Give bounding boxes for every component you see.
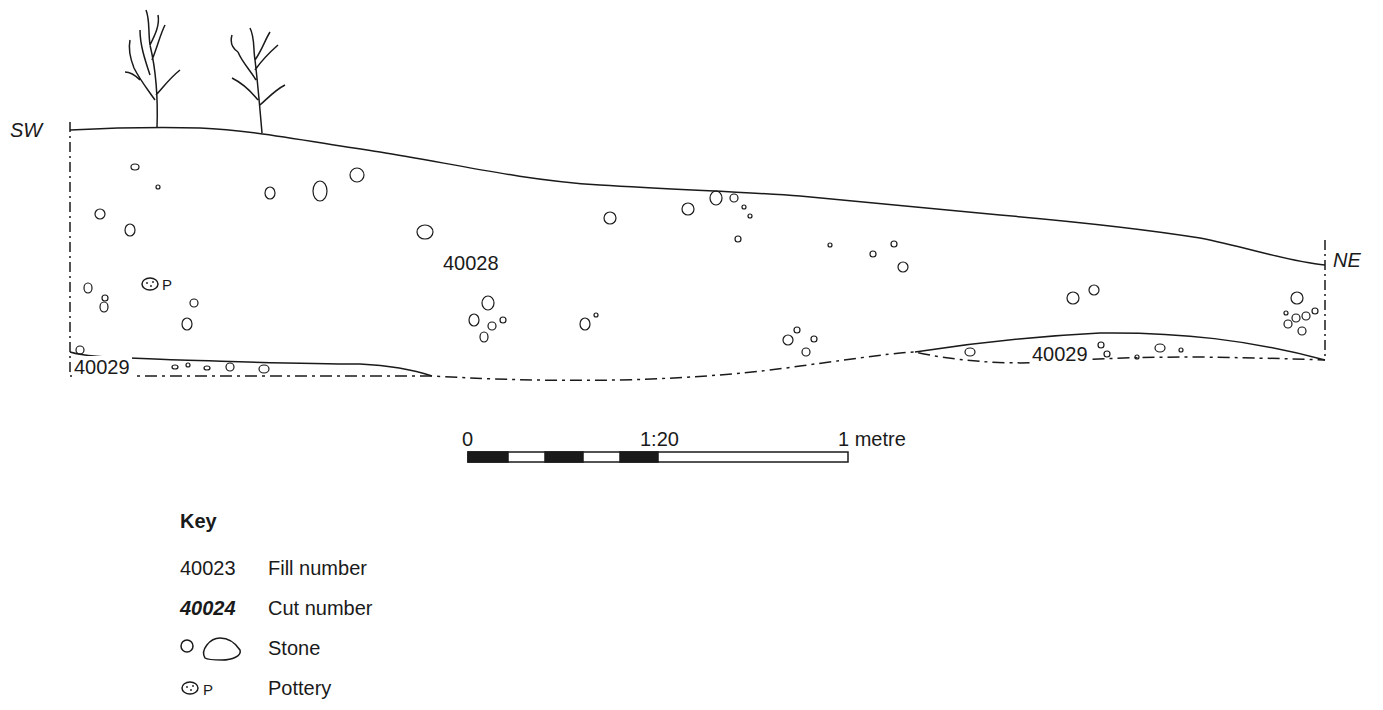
pottery-symbol [142, 278, 158, 290]
fill-number: 40029 [72, 356, 132, 378]
pottery-dot [186, 686, 188, 688]
stone [125, 224, 135, 236]
stone [1104, 351, 1110, 357]
pottery-symbol [182, 682, 198, 694]
stone [1155, 344, 1165, 352]
pottery-dot [146, 282, 148, 284]
stone [730, 194, 738, 202]
stone [100, 302, 108, 312]
stone [891, 241, 897, 247]
stone [102, 295, 108, 301]
stone-symbol [181, 640, 193, 652]
legend-text: Stone [268, 637, 320, 659]
stone [1298, 327, 1306, 335]
stone [482, 296, 494, 310]
key-cut-number: 40024 [180, 597, 236, 619]
stone [226, 363, 234, 371]
direction-label: SW [10, 119, 42, 141]
stone [259, 365, 269, 373]
pottery-dot [192, 685, 194, 687]
cut-base [70, 352, 1325, 380]
stone [1098, 342, 1104, 348]
stone [1312, 308, 1318, 314]
stone [172, 365, 178, 369]
section-lines [70, 10, 1325, 694]
stone [870, 251, 876, 257]
pottery-dots [146, 281, 194, 691]
stone [131, 164, 139, 170]
stone [710, 191, 722, 205]
section-edge [69, 122, 71, 372]
legend-text: Pottery [268, 677, 331, 699]
key-heading: Key [180, 510, 217, 532]
stone [742, 205, 746, 209]
stone [95, 209, 105, 219]
pottery-dot [150, 285, 152, 287]
stone [190, 299, 198, 307]
scale-bar [468, 452, 508, 462]
stone [802, 348, 810, 356]
scale-bar [545, 452, 583, 462]
stone [1302, 312, 1310, 320]
stone [84, 283, 92, 293]
scale-text: 1:20 [640, 428, 679, 450]
stone [1291, 292, 1303, 304]
pottery-dot [152, 281, 154, 283]
stone [500, 317, 506, 323]
stone [350, 168, 364, 182]
stone [748, 214, 752, 218]
stone [783, 335, 793, 345]
section-edge [1324, 240, 1326, 360]
stone [604, 212, 616, 224]
stones [76, 164, 1318, 373]
scale-text: 0 [462, 428, 473, 450]
scale-bar [620, 452, 658, 462]
stone [594, 313, 598, 317]
stone [1292, 314, 1300, 322]
stone [204, 366, 210, 370]
stone [1135, 355, 1139, 359]
stone [1284, 311, 1288, 315]
stone [682, 203, 694, 215]
tree [231, 28, 285, 133]
stone [480, 332, 488, 342]
stone [1179, 348, 1183, 352]
ground-surface [70, 128, 1325, 265]
stone [417, 225, 433, 239]
stone [469, 314, 479, 326]
stone [186, 363, 190, 367]
stone [1089, 285, 1099, 295]
layer-boundary [915, 333, 1325, 360]
stone [735, 236, 741, 242]
stone [811, 336, 817, 342]
stone [794, 327, 800, 333]
pottery-marker: P [162, 274, 172, 296]
fill-number: 40029 [1030, 343, 1090, 365]
stone [156, 185, 160, 189]
stone [182, 318, 192, 330]
stone [488, 322, 496, 330]
pottery-dot [190, 689, 192, 691]
fill-number: 40028 [443, 252, 499, 274]
direction-label: NE [1333, 249, 1361, 271]
scale-bar [468, 452, 848, 462]
stone [76, 346, 84, 354]
stone [828, 243, 832, 247]
legend-text: Cut number [268, 597, 373, 619]
stone [965, 348, 975, 356]
stone [313, 181, 327, 201]
tree [125, 10, 180, 128]
stone [898, 262, 908, 272]
stone [1284, 320, 1292, 328]
stone [265, 187, 275, 199]
scale-text: 1 metre [838, 428, 906, 450]
stone-symbol [204, 638, 241, 660]
key-fill-number: 40023 [180, 557, 236, 579]
key-pottery-marker: P [203, 679, 213, 701]
legend-text: Fill number [268, 557, 367, 579]
stone [580, 318, 590, 330]
stone [1067, 292, 1079, 304]
